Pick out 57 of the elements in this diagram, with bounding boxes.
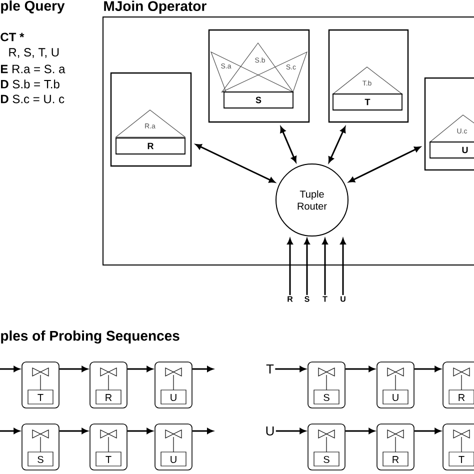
arrow (322, 238, 328, 296)
arrow (304, 238, 310, 295)
query-line: D S.c = U. c (1, 94, 64, 104)
join-operator-box: R (376, 424, 414, 470)
relation-bar: S (224, 92, 294, 108)
arrow (0, 366, 20, 372)
join-operator-box: T (442, 424, 474, 470)
join-operator-box: T (22, 362, 60, 408)
arrow (192, 428, 214, 434)
arrow (275, 366, 306, 372)
arrow (345, 366, 375, 372)
relation-box (328, 29, 409, 123)
query-line: E R.a = S. a (1, 64, 66, 74)
relation-bar: R (116, 138, 186, 154)
stream-label: S (304, 296, 310, 302)
arrow (345, 428, 375, 434)
arrow (328, 126, 346, 163)
arrow (340, 238, 346, 295)
stream-label: R (288, 296, 293, 302)
section-heading: MJoin Operator (104, 0, 206, 14)
arrow (196, 144, 276, 183)
join-operator-box: S (308, 362, 346, 408)
relation-box (208, 29, 310, 123)
arrow (0, 428, 20, 434)
query-line: R, S, T, U (9, 48, 59, 58)
query-line: D S.b = T.b (1, 80, 60, 88)
section-heading: ple Query (1, 0, 65, 14)
arrow (127, 366, 153, 372)
join-operator-box: R (90, 362, 128, 408)
arrow (280, 126, 297, 162)
join-operator-box: R (442, 362, 474, 408)
relation-box (424, 77, 474, 171)
arrow (287, 238, 293, 296)
join-operator-box: U (154, 424, 192, 470)
relation-bar: U (430, 142, 474, 158)
arrow (59, 366, 88, 372)
operator-box (102, 0, 474, 266)
join-operator-box: U (154, 362, 192, 408)
arrow (348, 146, 420, 182)
arrow (192, 366, 214, 372)
join-operator-box: T (90, 424, 128, 470)
section-heading: ples of Probing Sequences (1, 330, 180, 344)
relation-bar: T (332, 94, 402, 110)
join-operator-box: U (376, 362, 414, 408)
stream-label: T (322, 296, 328, 302)
stream-label: T (266, 364, 274, 374)
join-operator-box: S (308, 424, 346, 470)
query-line: CT * (0, 32, 24, 42)
arrow (414, 366, 441, 372)
join-operator-box: S (22, 424, 60, 470)
arrow (414, 428, 441, 434)
stream-label: U (266, 426, 274, 436)
relation-box (110, 72, 192, 167)
stream-label: U (340, 296, 346, 302)
arrow (59, 428, 88, 434)
arrow (127, 428, 153, 434)
arrow (276, 428, 306, 434)
